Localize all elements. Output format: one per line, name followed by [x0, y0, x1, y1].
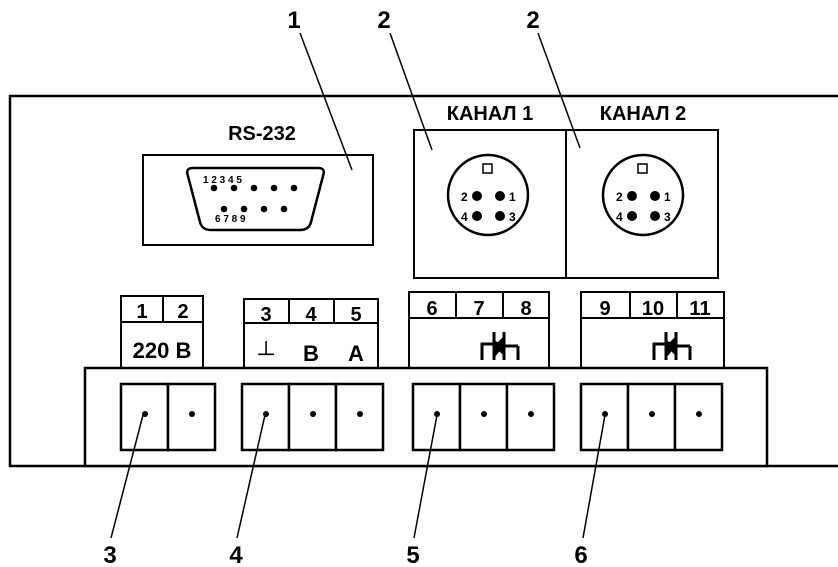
- terminal-block-rs485: [240, 382, 385, 452]
- leader-3: [110, 414, 144, 539]
- channel-1-title: КАНАЛ 1: [447, 103, 534, 125]
- callout-5: 5: [406, 542, 419, 567]
- terminal-number-8: 8: [520, 298, 531, 320]
- terminal-number-1: 1: [136, 301, 147, 323]
- leader-5: [413, 414, 438, 539]
- leader-4: [236, 414, 266, 539]
- ch1-pin-1-label: 1: [509, 190, 516, 204]
- terminal-number-2: 2: [177, 301, 188, 323]
- db9-pin-6: [220, 205, 228, 213]
- plate-output-1: [408, 291, 550, 370]
- ch2-pin-3-label: 3: [664, 210, 671, 224]
- ch1-pin-3-label: 3: [509, 210, 516, 224]
- db9-connector[interactable]: [185, 166, 326, 232]
- callout-3: 3: [103, 542, 116, 567]
- triac-symbol-icon: [652, 332, 692, 360]
- db9-pin-9: [280, 205, 288, 213]
- channel-1-connector[interactable]: [446, 153, 530, 237]
- ch1-pin-4-label: 4: [461, 210, 468, 224]
- callout-6: 6: [574, 542, 587, 567]
- db9-pin-5: [290, 184, 298, 192]
- channel-2-key: [637, 163, 648, 174]
- channel-2-connector[interactable]: [601, 153, 685, 237]
- terminal-number-4: 4: [305, 304, 317, 326]
- terminal-number-7: 7: [473, 298, 484, 320]
- db9-pin-7: [240, 205, 248, 213]
- line-b-label: В: [303, 341, 319, 366]
- terminal-screw-2[interactable]: [189, 411, 195, 417]
- terminal-number-9: 9: [599, 298, 610, 320]
- terminal-screw-9[interactable]: [602, 411, 608, 417]
- terminal-number-5: 5: [350, 304, 361, 326]
- leader-1: [299, 32, 353, 171]
- plate-rs485: [243, 298, 379, 369]
- terminal-block-power: [119, 382, 217, 452]
- line-a-label: А: [348, 341, 364, 366]
- ch2-pin-4-label: 4: [616, 210, 623, 224]
- db9-pin-2: [230, 184, 238, 192]
- rs232-title: RS-232: [228, 123, 296, 145]
- db9-pin-1: [210, 184, 218, 192]
- terminal-screw-8[interactable]: [528, 411, 534, 417]
- terminal-screw-5[interactable]: [357, 411, 363, 417]
- db9-top-numbers: 1 2 3 4 5: [203, 175, 242, 186]
- callout-1: 1: [287, 7, 300, 34]
- terminal-number-11: 11: [689, 298, 710, 320]
- db9-pin-4: [270, 184, 278, 192]
- ch2-pin-2-label: 2: [616, 190, 623, 204]
- terminal-number-6: 6: [426, 298, 437, 320]
- callout-4: 4: [229, 542, 243, 567]
- ch1-pin-2-label: 2: [461, 190, 468, 204]
- terminal-screw-3[interactable]: [263, 411, 269, 417]
- db9-bottom-numbers: 6 7 8 9: [215, 214, 246, 225]
- channel-1-key: [482, 163, 493, 174]
- terminal-screw-11[interactable]: [696, 411, 702, 417]
- db9-pins: [210, 184, 298, 213]
- terminal-number-10: 10: [642, 298, 664, 320]
- plate-power: [120, 295, 204, 369]
- triac-symbol-icon: [480, 332, 520, 360]
- terminal-screw-10[interactable]: [649, 411, 655, 417]
- terminal-screw-7[interactable]: [481, 411, 487, 417]
- terminal-block-output-2: [579, 382, 724, 452]
- leader-2a: [389, 32, 433, 151]
- leader-2b: [537, 32, 581, 149]
- ground-label: ┴: [257, 340, 274, 366]
- leader-6: [582, 414, 606, 539]
- db9-pin-3: [250, 184, 258, 192]
- terminal-block-output-1: [411, 382, 556, 452]
- terminal-number-3: 3: [260, 304, 271, 326]
- leader-lines: [110, 32, 606, 539]
- ch2-pin-1-label: 1: [664, 190, 671, 204]
- power-label: 220 В: [133, 338, 192, 363]
- terminal-screw-4[interactable]: [310, 411, 316, 417]
- terminal-screw-6[interactable]: [434, 411, 440, 417]
- callout-2a: 2: [377, 7, 390, 34]
- db9-pin-8: [260, 205, 268, 213]
- channel-2-title: КАНАЛ 2: [600, 103, 687, 125]
- callout-2b: 2: [526, 7, 539, 34]
